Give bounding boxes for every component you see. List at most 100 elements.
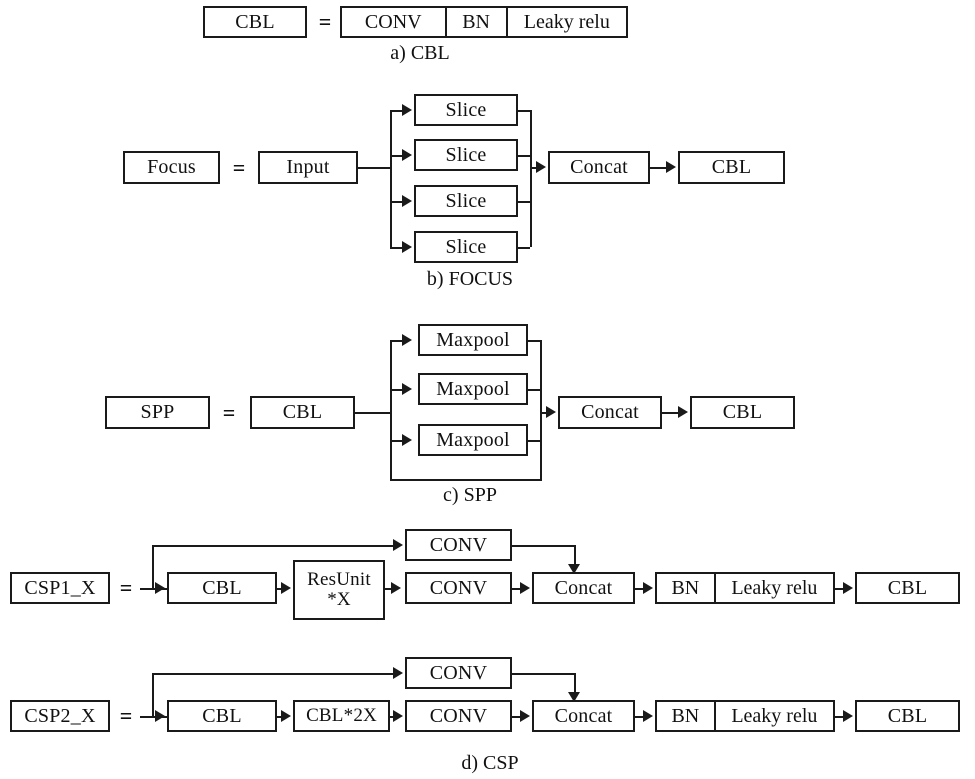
focus-merge-line-3 [518,201,530,203]
focus-left-bus [390,110,392,247]
csp2-concat-box: Concat [532,700,635,732]
spp-concat-arrow [546,406,556,418]
focus-slice-box-3: Slice [414,185,518,217]
csp2-equals-sign: = [119,703,133,728]
csp2-output-box: CBL [855,700,960,732]
csp2-output-arrow [843,710,853,722]
spp-branch-arrow-1 [402,334,412,346]
cbl-seg-bn: BN [444,8,506,36]
spp-branch-line-1 [390,340,404,342]
focus-output-box: CBL [678,151,785,184]
spp-concat-to-output-line [662,412,680,414]
spp-output-arrow [678,406,688,418]
csp1-lhs-box: CSP1_X [10,572,110,604]
csp1-norm-group: BN Leaky relu [655,572,835,604]
focus-branch-line-3 [390,201,404,203]
csp2-skip-conv-box: CONV [405,657,512,689]
spp-equals-sign: = [222,399,236,425]
csp2-seg-bn: BN [671,704,700,727]
csp1-stem-box: CBL [167,572,277,604]
csp2-seg-leaky-relu: Leaky relu [713,702,833,730]
focus-branch-arrow-2 [402,149,412,161]
csp2-split-line [140,716,167,718]
focus-branch-arrow-1 [402,104,412,116]
csp2-body-arrow [281,710,291,722]
csp1-concat-box: Concat [532,572,635,604]
csp2-main-conv-arrow [393,710,403,722]
csp2-body-box: CBL*2X [293,700,390,732]
csp1-stem-to-body-line [277,588,283,590]
csp2-norm-group: BN Leaky relu [655,700,835,732]
csp1-body-arrow [281,582,291,594]
focus-slice-box-1: Slice [414,94,518,126]
spp-bus-to-concat-line [540,412,548,414]
spp-maxpool-box-2: Maxpool [418,373,528,405]
csp1-main-conv-arrow [391,582,401,594]
focus-merge-line-2 [518,155,530,157]
csp1-skip-top-line [152,545,393,547]
focus-slice-box-4: Slice [414,231,518,263]
csp2-stem-to-body-line [277,716,283,718]
spp-concat-box: Concat [558,396,662,429]
csp1-concat-top-arrow [568,564,580,574]
csp1-skip-dropline [574,545,576,566]
csp1-norm-arrow [643,582,653,594]
spp-right-bus [540,340,542,479]
focus-equals-sign: = [232,154,246,180]
cbl-lhs-box: CBL [203,6,307,38]
spp-output-box: CBL [690,396,795,429]
spp-branch-arrow-3 [402,434,412,446]
csp1-skip-conv-arrow [393,539,403,551]
cbl-rhs-group: CONV BN Leaky relu [340,6,628,38]
cbl-seg-conv: CONV [364,10,422,33]
csp1-output-box: CBL [855,572,960,604]
focus-output-arrow [666,161,676,173]
focus-lhs-box: Focus [123,151,220,184]
csp1-body-box: ResUnit *X [293,560,385,620]
csp1-conv-to-concat-line [512,588,524,590]
caption-focus: b) FOCUS [426,268,514,290]
spp-maxpool-box-3: Maxpool [418,424,528,456]
spp-branch-arrow-2 [402,383,412,395]
focus-bus-to-concat-line [530,167,538,169]
focus-slice-box-2: Slice [414,139,518,171]
focus-branch-line-4 [390,247,404,249]
csp2-concat-top-arrow [568,692,580,702]
csp1-stem-arrow [155,582,165,594]
focus-right-bus [530,110,532,247]
spp-left-bus [390,340,392,479]
csp2-skip-dropline [574,673,576,694]
csp2-lhs-box: CSP2_X [10,700,110,732]
focus-branch-line-1 [390,110,404,112]
spp-lhs-box: SPP [105,396,210,429]
spp-input-box: CBL [250,396,355,429]
focus-concat-box: Concat [548,151,650,184]
focus-input-box: Input [258,151,358,184]
csp2-body-to-conv-line [390,716,395,718]
csp1-skip-conv-box: CONV [405,529,512,561]
csp1-seg-bn: BN [671,576,700,599]
focus-concat-to-output-line [650,167,668,169]
csp1-concat-arrow [520,582,530,594]
csp2-skip-riser [152,673,154,716]
csp1-skip-conv-out-line [512,545,576,547]
csp2-norm-arrow [643,710,653,722]
csp1-seg-leaky-relu: Leaky relu [713,574,833,602]
csp1-skip-riser [152,545,154,588]
csp1-equals-sign: = [119,575,133,600]
spp-maxpool-box-1: Maxpool [418,324,528,356]
csp1-norm-to-output-line [835,588,847,590]
csp1-output-arrow [843,582,853,594]
caption-csp: d) CSP [461,752,519,774]
csp1-body-to-conv-line [385,588,393,590]
spp-skip-bottom-line [390,479,542,481]
focus-branch-arrow-3 [402,195,412,207]
caption-spp: c) SPP [443,484,497,506]
csp1-concat-to-norm-line [635,588,647,590]
csp2-main-conv-box: CONV [405,700,512,732]
csp2-stem-arrow [155,710,165,722]
csp2-stem-box: CBL [167,700,277,732]
spp-branch-line-2 [390,389,404,391]
focus-branch-arrow-4 [402,241,412,253]
